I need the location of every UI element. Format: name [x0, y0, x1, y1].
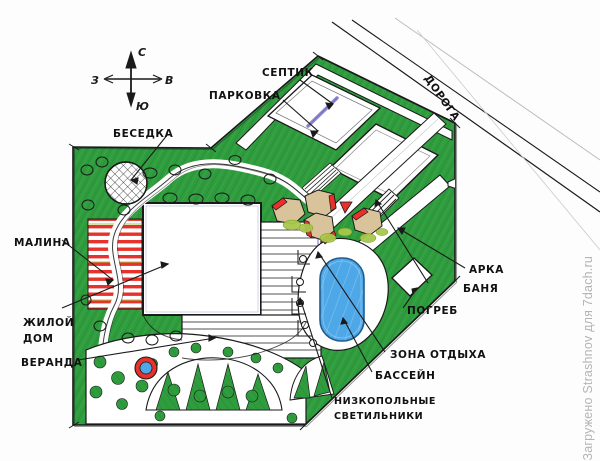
- compass-north-label: С: [138, 46, 146, 59]
- label-parking: ПАРКОВКА: [209, 90, 281, 102]
- septic-element[interactable]: [306, 96, 339, 128]
- compass-south-label: Ю: [136, 100, 149, 113]
- label-lights-l2: СВЕТИЛЬНИКИ: [334, 411, 423, 422]
- compass-rose: С Ю З В: [91, 46, 173, 113]
- label-raspberry: МАЛИНА: [14, 237, 71, 249]
- label-house-l2: ДОМ: [23, 333, 54, 345]
- compass-east-label: В: [165, 74, 173, 87]
- label-house-l1: ЖИЛОЙ: [23, 316, 74, 329]
- leader-lines: [61, 79, 466, 399]
- label-veranda: ВЕРАНДА: [21, 357, 83, 369]
- label-pool: БАССЕЙН: [375, 369, 436, 382]
- label-gazebo: БЕСЕДКА: [113, 128, 174, 140]
- pond-feature[interactable]: [134, 356, 158, 380]
- house-building[interactable]: [142, 202, 262, 316]
- boundary-ticks: [68, 51, 461, 431]
- label-cellar: ПОГРЕБ: [407, 305, 458, 317]
- label-banya: БАНЯ: [463, 283, 498, 295]
- pool-water[interactable]: [319, 257, 365, 342]
- compass-west-label: З: [91, 74, 99, 87]
- garden-path: [91, 159, 321, 409]
- banya-steps: [301, 162, 342, 199]
- label-arch: АРКА: [469, 264, 504, 276]
- road-area: [331, 17, 600, 251]
- lawn-shrubs: [80, 155, 277, 346]
- gate-marker: [447, 177, 455, 190]
- label-rest-zone: ЗОНА ОТДЫХА: [390, 349, 486, 361]
- ornamental-beds: [85, 333, 335, 425]
- raised-beds-group[interactable]: [271, 189, 389, 245]
- cellar-building[interactable]: [391, 257, 433, 297]
- plan-labels: БЕСЕДКА СЕПТИК ПАРКОВКА МАЛИНА ЖИЛОЙ ДОМ…: [14, 67, 504, 422]
- label-lights-l1: НИЗКОПОЛЬНЫЕ: [334, 396, 436, 407]
- lawn-edging: [142, 314, 307, 361]
- label-septic: СЕПТИК: [262, 67, 314, 79]
